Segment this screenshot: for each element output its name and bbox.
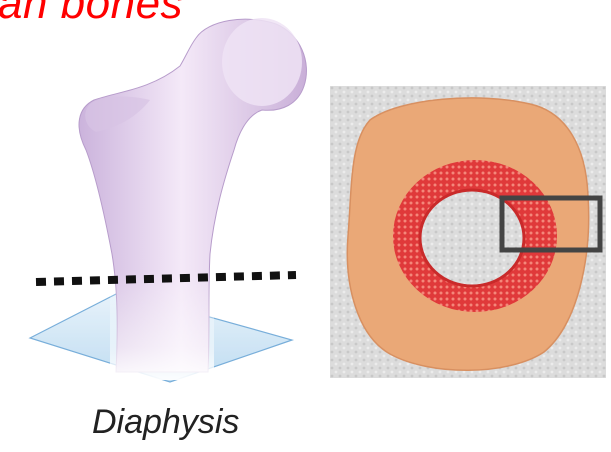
bone-cross-section-photo	[330, 86, 606, 378]
femur-illustration	[0, 0, 320, 400]
femoral-head	[222, 18, 302, 106]
section-cut-line	[36, 275, 296, 282]
diaphysis-caption: Diaphysis	[92, 405, 239, 439]
shaft-fade	[110, 270, 214, 380]
